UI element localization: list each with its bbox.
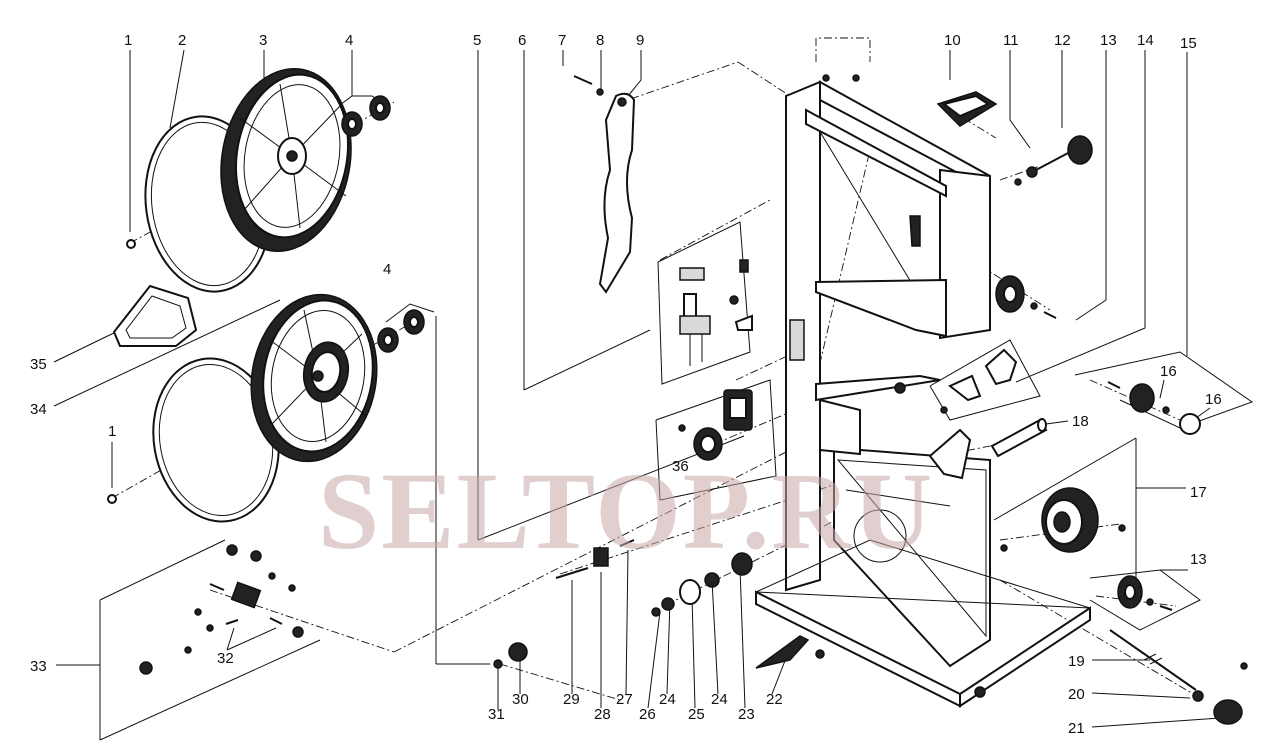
callout-28: 28 <box>594 706 611 723</box>
callout-8: 8 <box>596 32 604 49</box>
callout-31: 31 <box>488 706 505 723</box>
part-22-handle <box>755 635 810 669</box>
callout-19: 19 <box>1068 653 1085 670</box>
callout-16-b: 16 <box>1205 391 1222 408</box>
part-17-lower-guide <box>1000 487 1126 553</box>
part-21-handwheel <box>1213 699 1243 725</box>
part-4-bearings-upper <box>341 95 391 137</box>
callout-32: 32 <box>217 650 234 667</box>
callout-29: 29 <box>563 691 580 708</box>
callout-33: 33 <box>30 658 47 675</box>
callout-26: 26 <box>639 706 656 723</box>
part-19-shaft <box>1109 629 1248 691</box>
part-27-pin <box>619 539 635 547</box>
right-parts <box>928 91 1248 725</box>
callout-34: 34 <box>30 401 47 418</box>
upper-wheel-assembly <box>126 67 391 293</box>
part-11-washer <box>1026 166 1038 178</box>
part-1-nut-upper <box>126 239 136 249</box>
callout-7: 7 <box>558 32 566 49</box>
callout-10: 10 <box>944 32 961 49</box>
callout-30: 30 <box>512 691 529 708</box>
callout-6: 6 <box>518 32 526 49</box>
part-36-motor-switch <box>678 389 753 461</box>
callout-25: 25 <box>688 706 705 723</box>
part-35-belt <box>112 284 198 347</box>
part-33-trunnion-assembly <box>139 544 304 675</box>
callout-12: 12 <box>1054 32 1071 49</box>
watermark: SELTOP.RU <box>318 450 934 572</box>
callout-5: 5 <box>473 32 481 49</box>
callout-13-bottom: 13 <box>1190 551 1207 568</box>
part-4-bearings-lower <box>377 309 425 353</box>
tension-parts <box>573 75 777 501</box>
part-31-washer <box>493 659 503 669</box>
callout-9: 9 <box>636 32 644 49</box>
part-7-screw <box>573 75 593 85</box>
part-23-pulley <box>731 552 753 576</box>
part-34-lower-wheel <box>250 293 378 463</box>
part-13-guide-bearing-lower <box>1117 575 1173 611</box>
part-1-nut-lower <box>107 494 117 504</box>
callout-14: 14 <box>1137 32 1154 49</box>
part-25-spacer <box>679 579 701 605</box>
part-24-bearing-b <box>704 572 720 588</box>
part-8-washer <box>596 88 604 96</box>
part-24-bearing-a <box>661 597 675 611</box>
part-26-nut <box>651 607 661 617</box>
callout-1-top: 1 <box>124 32 132 49</box>
callout-4-top: 4 <box>345 32 353 49</box>
callout-20: 20 <box>1068 686 1085 703</box>
part-14-guide-bracket <box>929 339 1041 421</box>
part-6-tension-block <box>679 259 753 366</box>
callout-27: 27 <box>616 691 633 708</box>
callout-13-top: 13 <box>1100 32 1117 49</box>
callout-17: 17 <box>1190 484 1207 501</box>
part-9-lever <box>598 92 636 294</box>
callout-1-bottom: 1 <box>108 423 116 440</box>
callout-23: 23 <box>738 706 755 723</box>
callout-3: 3 <box>259 32 267 49</box>
callout-22: 22 <box>766 691 783 708</box>
part-30-nut <box>508 642 528 662</box>
callout-15: 15 <box>1180 35 1197 52</box>
callout-4-bottom: 4 <box>383 261 391 278</box>
part-28-bracket <box>593 547 609 567</box>
callout-11: 11 <box>1003 32 1019 49</box>
part-13-guide-bearing-upper <box>995 275 1057 319</box>
part-12-knob <box>1014 135 1093 186</box>
frame-slot <box>789 319 805 361</box>
part-20-nut <box>1192 690 1204 702</box>
part-3-upper-wheel <box>220 67 352 253</box>
trunnion-parts <box>139 539 986 698</box>
part-16-thrust-bearing <box>1107 381 1201 435</box>
callout-24-b: 24 <box>711 691 728 708</box>
lower-wheel-assembly <box>107 284 425 523</box>
callout-21: 21 <box>1068 720 1085 737</box>
callout-18: 18 <box>1072 413 1089 430</box>
callout-35: 35 <box>30 356 47 373</box>
callout-2-top: 2 <box>178 32 186 49</box>
part-29-bolt <box>555 567 589 579</box>
part-18-guide-post <box>928 418 1048 480</box>
callout-16-a: 16 <box>1160 363 1177 380</box>
bandsaw-frame <box>755 74 1091 708</box>
leader-lines <box>53 49 1254 741</box>
callout-24-a: 24 <box>659 691 676 708</box>
